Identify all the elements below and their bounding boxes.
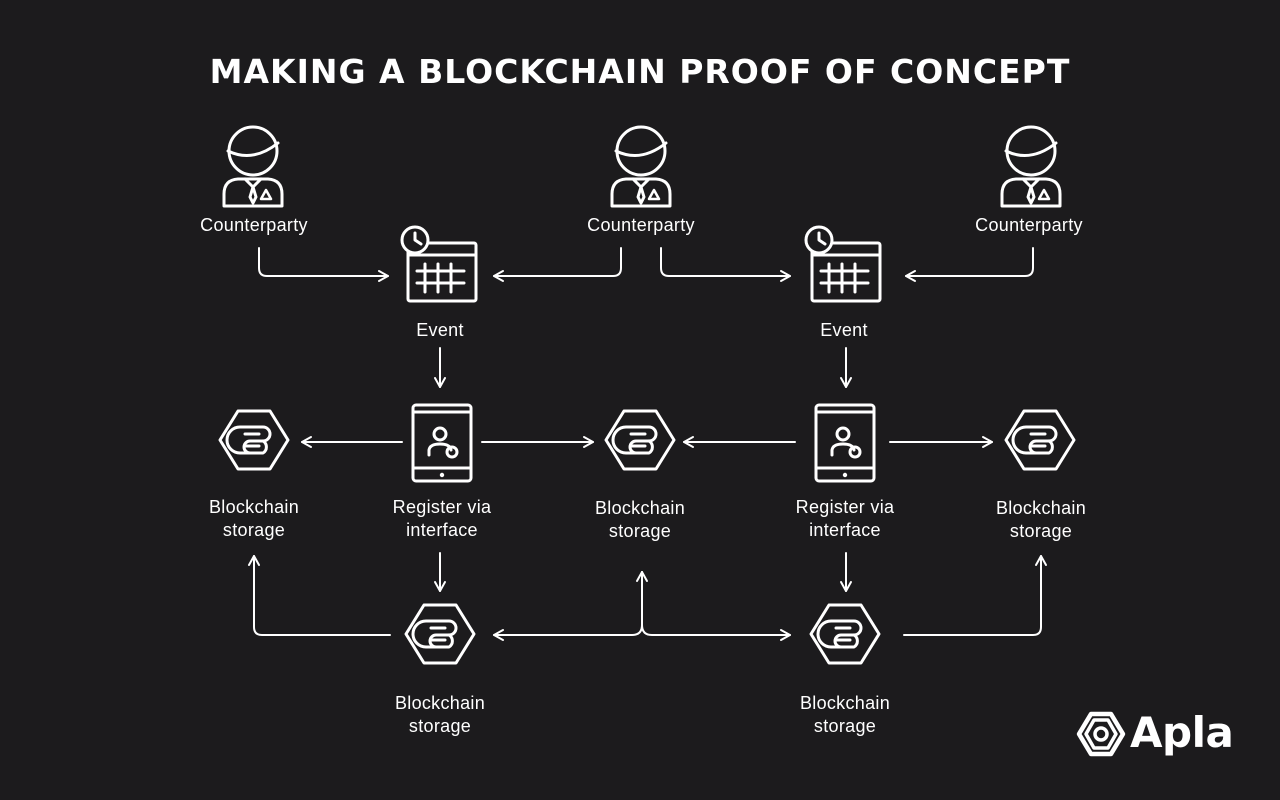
- arrow-center-to-storage-bottom1: [493, 571, 643, 641]
- blockchain-icon-center: [604, 409, 676, 471]
- apla-logo-icon: [1076, 711, 1126, 757]
- blockchain-icon-bottom-1: [404, 603, 476, 665]
- arrow-cp1-to-event1: [258, 247, 389, 282]
- counterparty-label-2: Counterparty: [587, 215, 695, 235]
- arrow-storage-bottom1-to-storage-left: [248, 555, 391, 636]
- tablet-icon-1: [411, 403, 473, 483]
- register-label-1: Register via interface: [392, 497, 492, 540]
- storage-label-right: Blockchain storage: [995, 498, 1087, 541]
- page-title: MAKING A BLOCKCHAIN PROOF OF CONCEPT: [209, 52, 1071, 91]
- storage-label-left: Blockchain storage: [208, 497, 300, 540]
- arrow-cp2-to-event2: [660, 247, 791, 282]
- storage-label-bottom-2: Blockchain storage: [799, 693, 891, 736]
- storage-label-bottom-1: Blockchain storage: [394, 693, 486, 736]
- blockchain-icon-right: [1004, 409, 1076, 471]
- calendar-icon-2: [804, 225, 882, 303]
- event-label-1: Event: [416, 320, 464, 340]
- tablet-icon-2: [814, 403, 876, 483]
- brand-name: Apla: [1130, 708, 1234, 757]
- arrow-center-to-storage-bottom2: [641, 624, 791, 641]
- counterparty-icon-2: [610, 125, 672, 208]
- counterparty-icon-3: [1000, 125, 1062, 208]
- blockchain-icon-bottom-2: [809, 603, 881, 665]
- counterparty-label-1: Counterparty: [200, 215, 308, 235]
- register-label-2: Register via interface: [795, 497, 895, 540]
- event-label-2: Event: [820, 320, 868, 340]
- arrow-storage-bottom2-to-storage-right: [903, 555, 1047, 636]
- blockchain-icon-left: [218, 409, 290, 471]
- calendar-icon-1: [400, 225, 478, 303]
- arrow-cp3-to-event2: [905, 247, 1034, 282]
- counterparty-icon-1: [222, 125, 284, 208]
- counterparty-label-3: Counterparty: [975, 215, 1083, 235]
- arrow-cp2-to-event1: [493, 247, 622, 282]
- storage-label-center: Blockchain storage: [594, 498, 686, 541]
